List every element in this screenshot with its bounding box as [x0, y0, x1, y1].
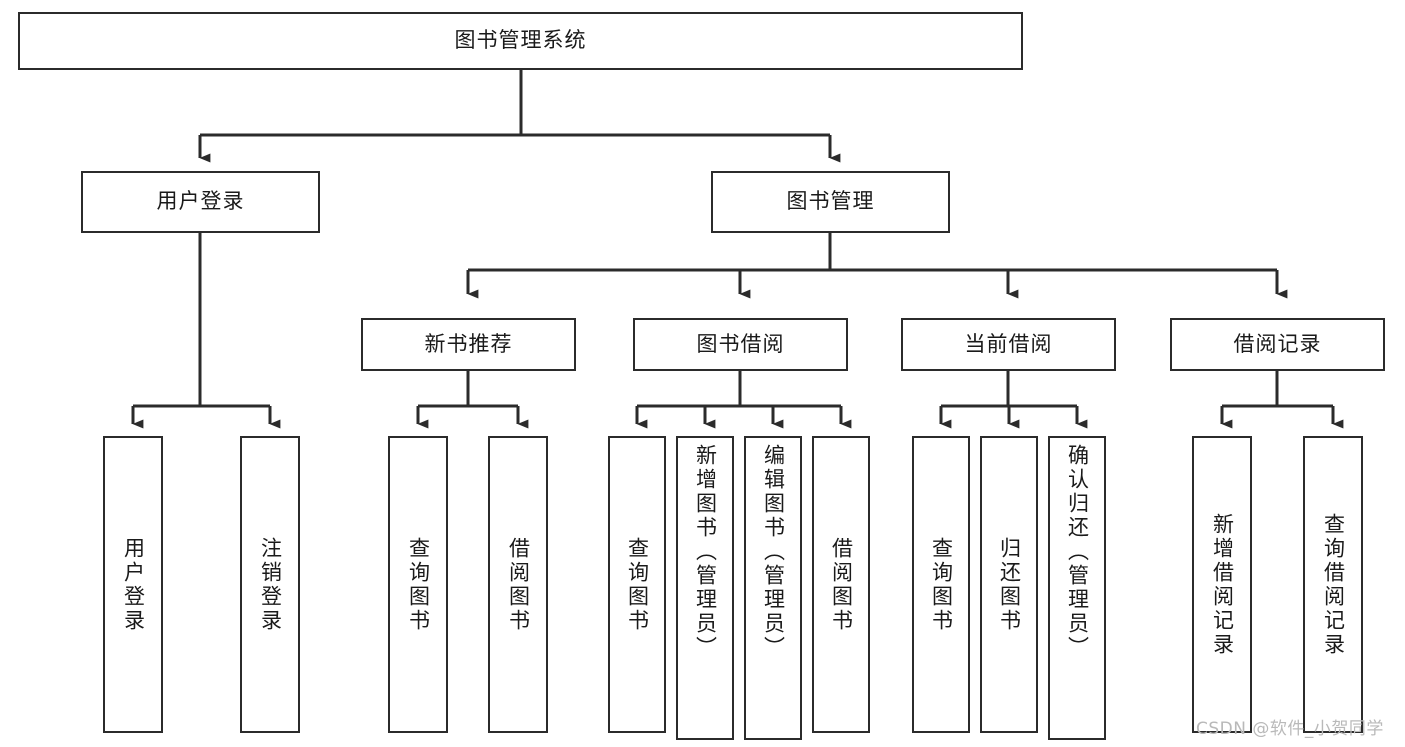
- node-user-login[interactable]: 用户登录: [81, 171, 320, 233]
- node-label: 查询借阅记录: [1321, 512, 1346, 657]
- leaf-borrow-book-recommend[interactable]: 借阅图书: [488, 436, 548, 733]
- leaf-query-book-recommend[interactable]: 查询图书: [388, 436, 448, 733]
- node-label: 借阅图书: [506, 536, 531, 633]
- node-label: 当前借阅: [964, 331, 1053, 356]
- leaf-return-book[interactable]: 归还图书: [980, 436, 1038, 733]
- node-label: 图书管理: [786, 189, 875, 214]
- node-current-borrow[interactable]: 当前借阅: [901, 318, 1116, 371]
- node-book-management[interactable]: 图书管理: [711, 171, 950, 233]
- node-label: 查询图书: [625, 536, 650, 633]
- leaf-edit-book-admin[interactable]: 编辑图书（管理员）: [744, 436, 802, 740]
- node-label: 新增借阅记录: [1210, 512, 1235, 657]
- node-root-book-management-system[interactable]: 图书管理系统: [18, 12, 1023, 70]
- node-borrow-record[interactable]: 借阅记录: [1170, 318, 1385, 371]
- node-book-borrow[interactable]: 图书借阅: [633, 318, 848, 371]
- node-label: 图书借阅: [696, 331, 785, 356]
- leaf-query-borrow-record[interactable]: 查询借阅记录: [1303, 436, 1363, 733]
- node-label: 归还图书: [997, 536, 1022, 633]
- leaf-user-login[interactable]: 用户登录: [103, 436, 163, 733]
- node-label: 新增图书（管理员）: [693, 444, 718, 660]
- leaf-confirm-return-admin[interactable]: 确认归还（管理员）: [1048, 436, 1106, 740]
- node-new-book-recommend[interactable]: 新书推荐: [361, 318, 576, 371]
- node-label: 新书推荐: [424, 331, 513, 356]
- node-label: 用户登录: [156, 189, 245, 214]
- leaf-query-book-borrow[interactable]: 查询图书: [608, 436, 666, 733]
- node-label: 借阅记录: [1233, 331, 1322, 356]
- leaf-query-book-current[interactable]: 查询图书: [912, 436, 970, 733]
- leaf-borrow-book[interactable]: 借阅图书: [812, 436, 870, 733]
- csdn-watermark: CSDN @软件_小贺同学: [1196, 719, 1384, 739]
- node-label: 图书管理系统: [454, 28, 587, 53]
- node-label: 查询图书: [929, 536, 954, 633]
- node-label: 确认归还（管理员）: [1065, 444, 1090, 660]
- node-label: 用户登录: [121, 536, 146, 633]
- leaf-logout-login[interactable]: 注销登录: [240, 436, 300, 733]
- node-label: 编辑图书（管理员）: [761, 444, 786, 660]
- node-label: 借阅图书: [829, 536, 854, 633]
- leaf-add-borrow-record[interactable]: 新增借阅记录: [1192, 436, 1252, 733]
- node-label: 注销登录: [258, 536, 283, 633]
- leaf-add-book-admin[interactable]: 新增图书（管理员）: [676, 436, 734, 740]
- node-label: 查询图书: [406, 536, 431, 633]
